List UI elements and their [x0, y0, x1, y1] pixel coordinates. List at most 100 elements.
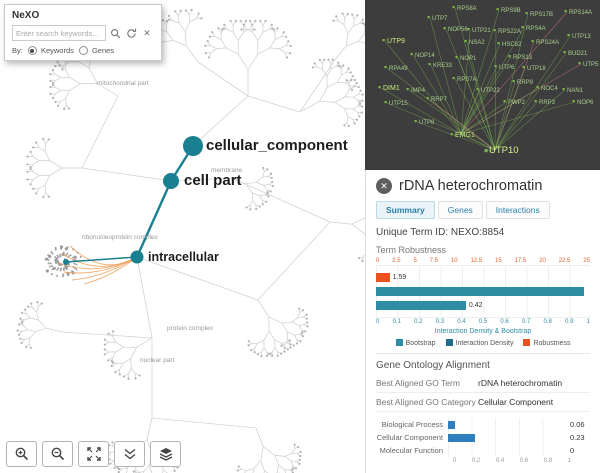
gene-node[interactable]: UTP8 — [419, 120, 435, 126]
gene-node[interactable]: NOC4 — [541, 86, 558, 92]
bottom-axis-label: Interaction Density & Bootstrap — [434, 328, 532, 335]
tree-node-label-nuclear-part[interactable]: nuclear part — [140, 357, 175, 364]
term-title: rDNA heterochromatin — [399, 178, 543, 194]
gene-node[interactable]: RPS4A — [526, 26, 546, 32]
gene-node[interactable]: KRE33 — [433, 63, 453, 69]
search-icon[interactable] — [108, 26, 122, 40]
unique-term-id: Unique Term ID: NEXO:8854 — [376, 227, 590, 238]
zoom-out-button[interactable] — [42, 441, 73, 467]
table-row: Best Aligned GO Term rDNA heterochromati… — [376, 374, 590, 393]
gene-node[interactable]: HSC82 — [502, 42, 522, 48]
gene-node[interactable]: DIM1 — [383, 85, 400, 92]
gene-node[interactable]: NOP1 — [460, 56, 477, 62]
robustness-chart-title: Term Robustness — [376, 245, 447, 255]
gene-node[interactable]: UTP22 — [481, 88, 500, 94]
gene-node[interactable]: BUD21 — [568, 51, 588, 57]
gene-node[interactable]: UTP10 — [489, 145, 519, 156]
tab-summary[interactable]: Summary — [376, 201, 435, 219]
gene-node[interactable]: UTP7 — [432, 16, 448, 22]
tree-node-cellular-component[interactable] — [183, 136, 203, 156]
gene-node[interactable]: UTP9 — [387, 38, 405, 45]
gene-node[interactable]: RPS8A — [457, 6, 477, 12]
zoom-in-button[interactable] — [6, 441, 37, 467]
gene-node[interactable]: NOP14 — [415, 53, 435, 59]
clear-icon[interactable]: ✕ — [143, 27, 151, 38]
legend-item: Interaction Density — [445, 339, 513, 347]
gene-node[interactable]: UTP15 — [389, 101, 408, 107]
tree-node-label-mitochondrial-part[interactable]: mitochondrial part — [97, 80, 149, 87]
tab-genes[interactable]: Genes — [437, 201, 483, 219]
tree-node-cell-part[interactable] — [163, 173, 179, 189]
gene-node[interactable]: RPS17B — [530, 12, 553, 18]
gene-node[interactable]: RPA49 — [389, 66, 408, 72]
tree-node-label-protein-complex[interactable]: protein complex — [167, 325, 213, 332]
term-detail-panel: ✕ rDNA heterochromatin Summary Genes Int… — [365, 170, 600, 473]
gene-node[interactable]: UTP21 — [472, 28, 491, 34]
gene-node[interactable]: UTP13 — [572, 34, 591, 40]
search-by-label: By: — [12, 46, 23, 55]
gene-node[interactable]: RPS13 — [513, 55, 533, 61]
gene-node[interactable]: RPS14A — [569, 10, 592, 16]
unique-term-value: NEXO:8854 — [450, 227, 505, 238]
go-alignment-heading: Gene Ontology Alignment — [376, 360, 490, 371]
gene-node[interactable]: IMP4 — [411, 88, 426, 94]
gene-node[interactable]: RRP9 — [517, 80, 534, 86]
go-term-label: Best Aligned GO Term — [376, 378, 460, 388]
reset-icon[interactable] — [124, 26, 138, 40]
gene-node[interactable]: UTP5 — [583, 62, 599, 68]
app-title: NeXO — [12, 10, 40, 21]
gene-node[interactable]: NOP56 — [448, 27, 468, 33]
tree-node-label-cell-part[interactable]: cell part — [184, 172, 242, 189]
gene-node[interactable]: NOP6 — [577, 100, 594, 106]
gene-node[interactable]: RPS24A — [536, 40, 559, 46]
fit-to-screen-button[interactable] — [78, 441, 109, 467]
search-mode-row: By: Keywords Genes — [12, 46, 154, 55]
gene-node[interactable]: RRP3 — [539, 100, 556, 106]
gene-node[interactable]: PWP2 — [508, 100, 526, 106]
layers-button[interactable] — [150, 441, 181, 467]
gene-node[interactable]: UTP18 — [527, 66, 546, 72]
close-icon[interactable]: ✕ — [376, 178, 392, 194]
radio-keywords[interactable] — [27, 46, 37, 55]
tree-node-label-ribonucleoprotein-complex[interactable]: ribonucleoprotein complex — [82, 234, 158, 241]
radio-genes[interactable] — [78, 46, 88, 55]
search-input[interactable] — [12, 25, 106, 41]
tab-interactions[interactable]: Interactions — [485, 201, 550, 219]
gene-node[interactable]: RRP7 — [431, 97, 448, 103]
legend-item: Bootstrap — [395, 339, 436, 347]
view-toolbar — [6, 441, 181, 467]
gene-node[interactable]: RPS9B — [501, 8, 521, 14]
tree-node-intracellular[interactable] — [130, 250, 144, 264]
gene-node[interactable]: RPS22A — [498, 29, 521, 35]
tree-node-label-membrane[interactable]: membrane — [211, 167, 243, 174]
gene-node[interactable]: NSA2 — [469, 40, 485, 46]
radio-keywords-label[interactable]: Keywords — [40, 46, 74, 55]
go-term-value: rDNA heterochromatin — [478, 378, 563, 388]
unique-term-label: Unique Term ID: — [376, 227, 449, 238]
gene-node[interactable]: RPS7A — [457, 77, 477, 83]
gene-node[interactable]: UTP6 — [499, 65, 515, 71]
detail-tabs: Summary Genes Interactions — [376, 201, 590, 219]
tree-node-label-cellular-component[interactable]: cellular_component — [206, 137, 348, 154]
divider — [376, 353, 590, 354]
gene-node[interactable]: NAN1 — [567, 88, 584, 94]
go-category-value: Cellular Component — [478, 397, 554, 407]
expand-all-button[interactable] — [114, 441, 145, 467]
tree-node-label-intracellular[interactable]: intracellular — [148, 250, 219, 264]
radio-genes-label[interactable]: Genes — [91, 46, 115, 55]
gene-node[interactable]: EMG1 — [455, 132, 475, 139]
